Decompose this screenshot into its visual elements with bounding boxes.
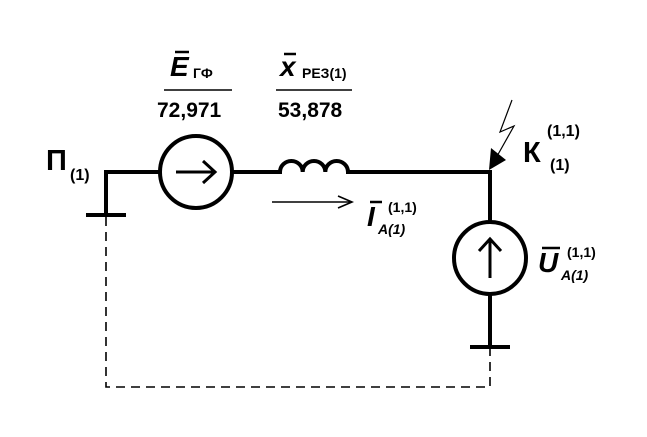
emf-symbol: E <box>170 51 190 82</box>
emf-source-symbol <box>158 134 234 210</box>
fault-node-subscript: (1) <box>550 157 570 174</box>
dashed-return-path <box>105 217 491 388</box>
voltage-subscript: A(1) <box>560 267 589 283</box>
emf-label: E ГФ 72,971 <box>157 50 232 122</box>
wires <box>104 170 492 349</box>
start-node-symbol: П <box>46 145 67 177</box>
reactance-label: x РЕЗ(1) 53,878 <box>276 51 352 122</box>
current-label: I (1,1) A(1) <box>367 199 417 237</box>
emf-subscript: ГФ <box>193 65 213 81</box>
reactance-symbol: x <box>278 51 297 82</box>
voltage-symbol: U <box>538 247 559 278</box>
voltage-superscript: (1,1) <box>567 244 596 260</box>
lightning-bolt-icon <box>489 99 516 170</box>
fault-node-symbol: К <box>523 137 541 169</box>
reactance-value: 53,878 <box>278 99 343 122</box>
voltage-label: U (1,1) A(1) <box>538 244 596 283</box>
emf-value: 72,971 <box>157 99 222 122</box>
voltage-source-symbol <box>452 220 528 296</box>
start-node-label: П (1) <box>46 145 90 184</box>
current-arrow <box>272 195 355 209</box>
start-node-subscript: (1) <box>70 167 90 184</box>
fault-node-label: К (1,1) (1) <box>523 123 580 174</box>
reactance-subscript: РЕЗ(1) <box>302 65 347 81</box>
current-symbol: I <box>367 201 376 232</box>
current-subscript: A(1) <box>377 221 406 237</box>
current-superscript: (1,1) <box>388 199 417 215</box>
fault-node-superscript: (1,1) <box>547 123 580 140</box>
inductor-symbol <box>277 159 351 175</box>
